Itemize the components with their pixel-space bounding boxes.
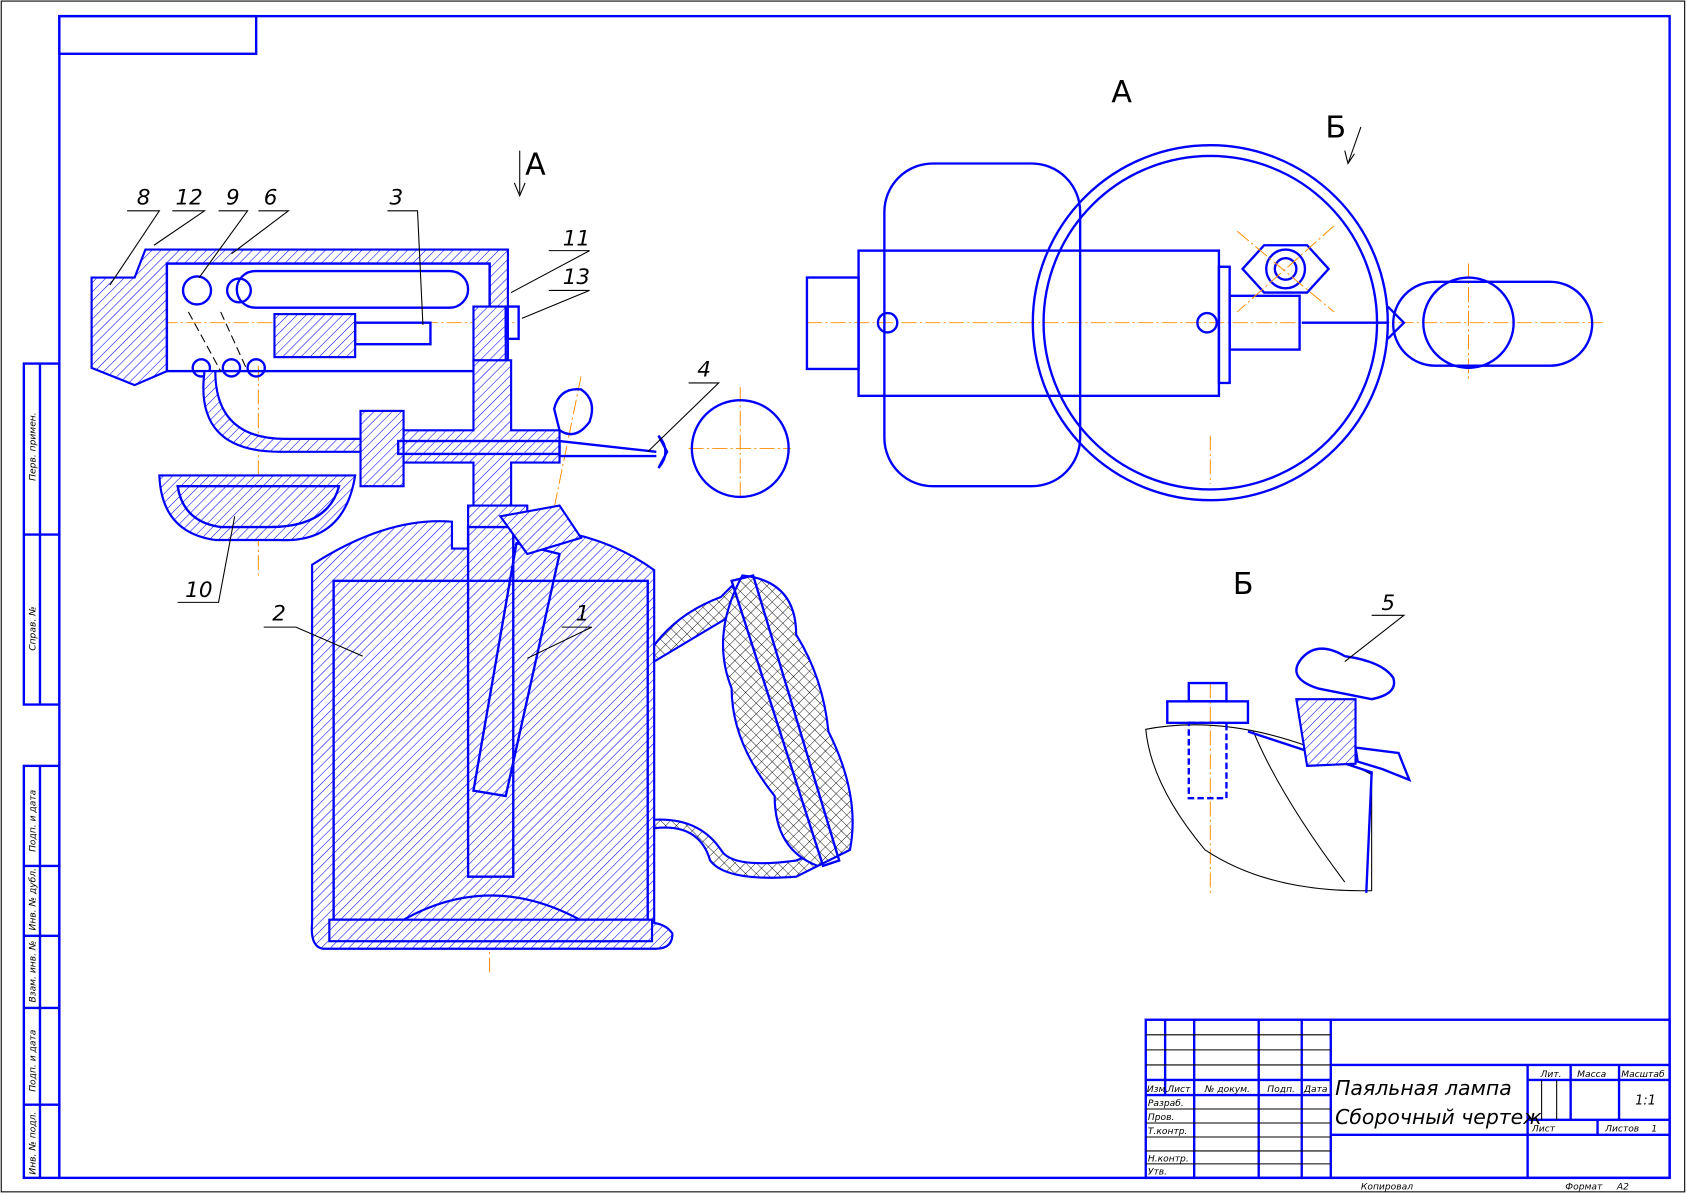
view-a — [805, 144, 1603, 502]
main-section-view — [90, 248, 854, 974]
format-value: A2 — [1616, 1183, 1629, 1193]
title-block: Изм. Лист № докум. Подп. Дата Разраб. Пр… — [1144, 1018, 1671, 1193]
stamp-label: Перв. примен. — [29, 412, 39, 481]
view-a-arrow-label: А — [525, 147, 546, 182]
copied-label: Копировал — [1361, 1183, 1413, 1193]
sheets-label: Листов — [1604, 1125, 1639, 1135]
part-label-10: 10 — [185, 578, 212, 603]
top-left-box — [58, 14, 258, 55]
format-label: Формат — [1565, 1183, 1603, 1193]
view-a-arrow-icon — [513, 150, 526, 198]
sheet-label: Лист — [1531, 1125, 1556, 1135]
stamp-label: Взам. инв. № — [29, 941, 39, 1003]
part-label-3: 3 — [390, 185, 404, 210]
sheets-value: 1 — [1651, 1125, 1657, 1135]
side-stamps: Перв. примен. Справ. № Подп. и дата Инв.… — [22, 362, 61, 1180]
stamp-label: Справ. № — [29, 606, 39, 650]
part-label-8: 8 — [137, 185, 151, 210]
header-sign: Подп. — [1267, 1085, 1295, 1095]
role-tkontr: Т.контр. — [1148, 1127, 1188, 1137]
part-label-9: 9 — [226, 185, 240, 210]
role-nkontr: Н.контр. — [1148, 1155, 1189, 1165]
scale-label: Масштаб — [1621, 1070, 1665, 1080]
role-razrab: Разраб. — [1148, 1099, 1184, 1109]
stamp-label: Инв. № дубл. — [29, 868, 39, 930]
part-label-2: 2 — [272, 602, 286, 627]
part-label-11: 11 — [563, 226, 590, 251]
part-label-1: 1 — [576, 602, 590, 627]
view-a-title: А — [1111, 75, 1132, 110]
part-label-12: 12 — [176, 185, 203, 210]
drawing-title: Паяльная лампа — [1335, 1076, 1512, 1100]
view-b-arrow-icon — [1344, 126, 1362, 165]
view-b-arrow-label: Б — [1325, 111, 1346, 146]
part-label-4: 4 — [697, 357, 711, 382]
part-callouts: 8 12 9 6 3 11 13 4 10 2 1 5 — [109, 185, 1406, 662]
view-b-title: Б — [1233, 567, 1254, 602]
lit-label: Лит. — [1540, 1070, 1562, 1080]
mass-label: Масса — [1577, 1070, 1606, 1080]
part-label-13: 13 — [563, 265, 590, 290]
stamp-label: Подп. и дата — [29, 790, 39, 852]
header-list: Лист — [1166, 1085, 1191, 1095]
scale-value: 1:1 — [1635, 1094, 1656, 1109]
role-prov: Пров. — [1148, 1113, 1175, 1123]
drawing-subtitle: Сборочный чертеж — [1335, 1105, 1542, 1129]
view-b — [1145, 647, 1412, 893]
stamp-label: Инв. № подл. — [29, 1112, 39, 1175]
header-izm: Изм. — [1147, 1085, 1168, 1095]
header-date: Дата — [1303, 1085, 1328, 1095]
header-doc: № докум. — [1204, 1085, 1250, 1095]
role-utv: Утв. — [1148, 1168, 1167, 1178]
part-label-6: 6 — [264, 185, 278, 210]
part-label-5: 5 — [1381, 591, 1395, 616]
drawing-frame — [58, 14, 1671, 1180]
stamp-label: Подп. и дата — [29, 1030, 39, 1092]
